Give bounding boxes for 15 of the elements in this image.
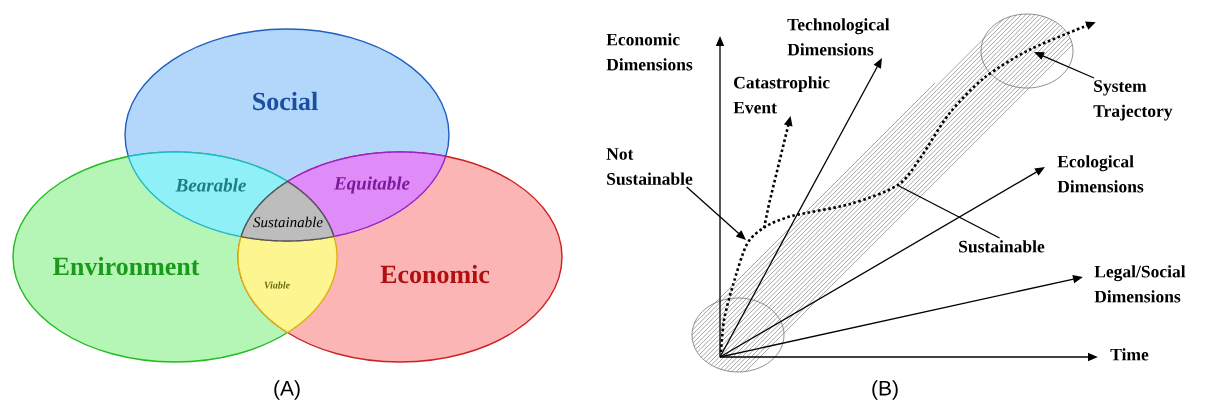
axis-label: Time: [1110, 348, 1149, 361]
annotation-text: Catastrophic Event: [733, 76, 830, 114]
panel-label: (B): [872, 380, 898, 400]
annotation-text: Not Sustainable: [606, 148, 693, 185]
arrow: [686, 186, 746, 240]
axis-label: Economic Dimensions: [606, 33, 693, 71]
leader-line: [898, 185, 1001, 239]
axis-label: Legal/Social Dimensions: [1094, 265, 1186, 303]
axis-label: Ecological Dimensions: [1057, 155, 1144, 193]
axis-label: Technological Dimensions: [787, 18, 890, 56]
arrow: [1034, 52, 1095, 79]
overlap-region: Viable: [237, 235, 338, 334]
panel-label: (A): [274, 380, 300, 400]
annotation-text: Sustainable: [959, 240, 1045, 253]
annotation-text: System Trajectory: [1093, 80, 1173, 121]
